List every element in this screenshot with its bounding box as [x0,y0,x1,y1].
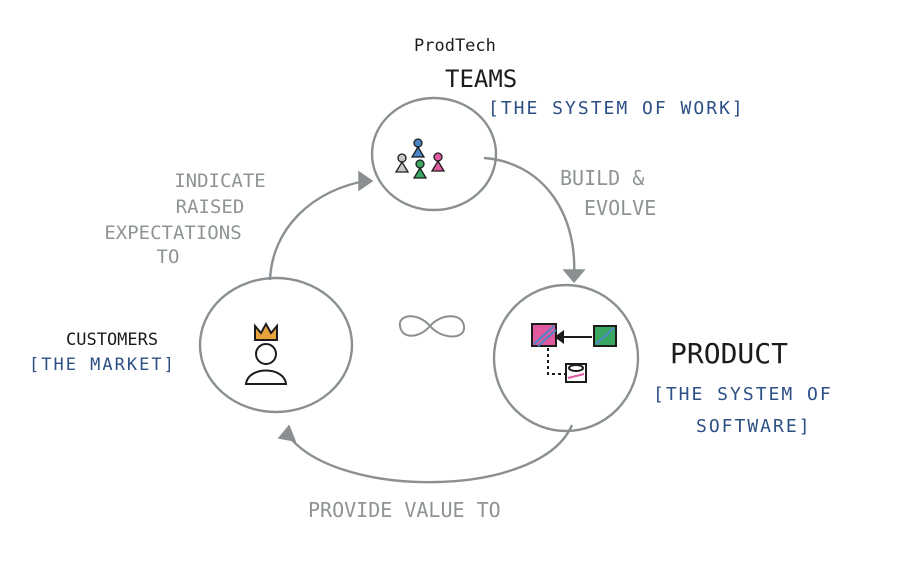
edge-label-indicate-line4: TO [156,246,180,268]
teams-node [370,96,498,212]
team-people-icon [394,138,446,179]
product-subtitle-line2: SOFTWARE] [696,416,812,437]
edge-product-to-customers [284,424,574,484]
arrowhead-teams [358,170,374,192]
teams-title-line1: ProdTech [414,36,496,56]
edge-label-indicate-line1: INDICATE [174,170,266,192]
teams-title-line2: TEAMS [445,65,518,93]
edge-customers-to-teams [268,178,371,281]
arrowhead-product [562,269,586,284]
customer-crown-icon [244,321,288,385]
infinity-icon [398,315,466,338]
product-subtitle-line1: [THE SYSTEM OF [653,384,833,405]
product-components-icon [531,323,617,383]
edge-label-build-line2: EVOLVE [584,196,657,220]
edge-label-indicate-line3: EXPECTATIONS [104,222,242,244]
edge-teams-to-product [483,156,576,279]
product-node [492,283,640,433]
arrowhead-customers [277,424,297,442]
edge-label-indicate-line2: RAISED [175,196,245,218]
customers-subtitle: [THE MARKET] [29,355,176,375]
customers-node [198,276,354,414]
customers-title: CUSTOMERS [66,330,159,350]
edge-label-build-line1: BUILD & [560,166,645,190]
teams-subtitle: [THE SYSTEM OF WORK] [488,98,745,119]
edge-label-provide: PROVIDE VALUE TO [308,498,501,522]
product-title: PRODUCT [670,337,789,370]
